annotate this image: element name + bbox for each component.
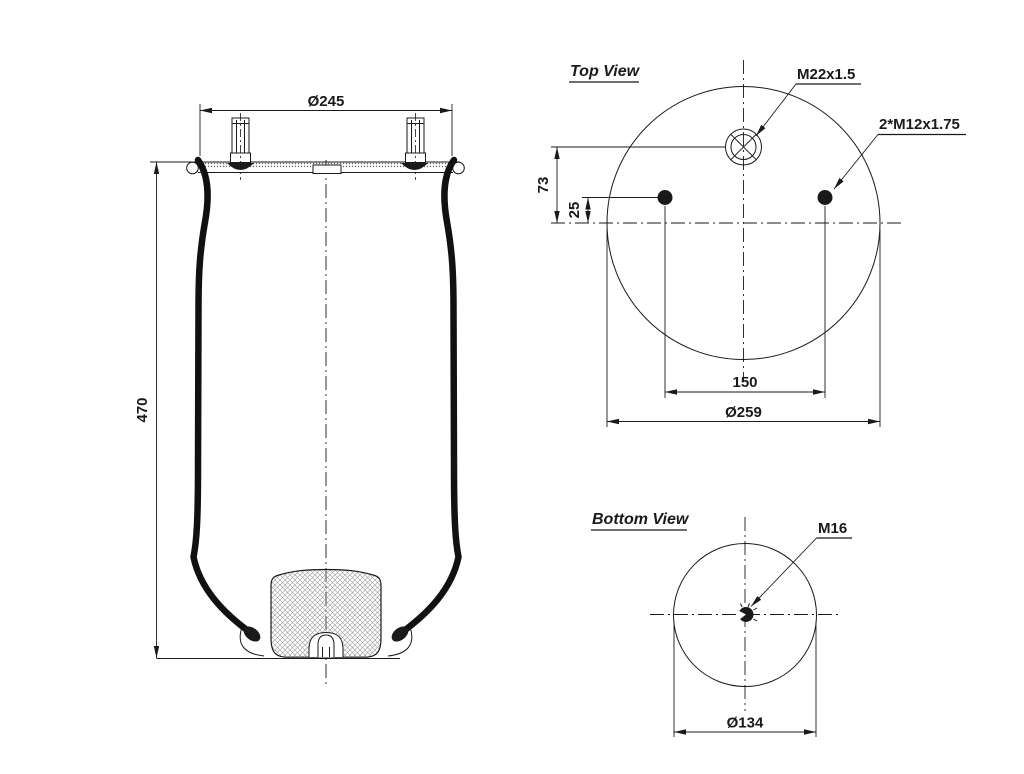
bottom-view: Bottom View M16 Ø134 xyxy=(591,511,852,737)
mounting-stud-right xyxy=(405,113,426,180)
top-view-title: Top View xyxy=(570,63,641,80)
front-view: Ø245 470 xyxy=(134,93,465,688)
label-2m12: 2*M12x1.75 xyxy=(879,116,960,133)
top-view: Top View 73 25 xyxy=(535,60,966,427)
bellows-wall-left xyxy=(190,156,265,657)
piston xyxy=(270,568,382,658)
dim-label-73: 73 xyxy=(535,177,552,194)
dimension-150: 150 xyxy=(665,374,825,395)
dim-label-25: 25 xyxy=(566,202,583,219)
dimension-73: 73 xyxy=(535,146,726,223)
leader-m12: 2*M12x1.75 xyxy=(833,116,966,190)
dim-label-470: 470 xyxy=(134,397,151,422)
center-stud-m16 xyxy=(736,603,759,622)
dimension-top-diameter: Ø245 xyxy=(199,93,453,156)
leader-m22: M22x1.5 xyxy=(755,66,861,137)
stud-hole-left xyxy=(657,190,673,205)
dimension-height: 470 xyxy=(134,161,191,658)
dimension-259: Ø259 xyxy=(606,229,881,427)
dim-label-150: 150 xyxy=(732,374,757,391)
dim-label-245: Ø245 xyxy=(308,93,345,110)
label-m22: M22x1.5 xyxy=(797,66,855,83)
dimension-134: Ø134 xyxy=(673,621,817,737)
bottom-stud xyxy=(317,634,335,658)
label-m16: M16 xyxy=(818,520,847,537)
top-plate xyxy=(186,161,465,175)
plate-notch xyxy=(312,164,342,174)
stud-hole-right xyxy=(817,190,833,205)
dim-label-259: Ø259 xyxy=(725,404,762,421)
air-port-m22 xyxy=(725,128,762,166)
dim-label-134: Ø134 xyxy=(727,715,764,732)
leader-m16: M16 xyxy=(750,520,852,607)
stud-boss-right xyxy=(401,163,428,170)
dimension-25: 25 xyxy=(566,197,658,223)
mounting-stud-left xyxy=(230,113,251,180)
bellows-wall-right xyxy=(387,156,462,657)
bottom-view-title: Bottom View xyxy=(592,511,690,528)
plate-bead-left xyxy=(186,161,199,175)
